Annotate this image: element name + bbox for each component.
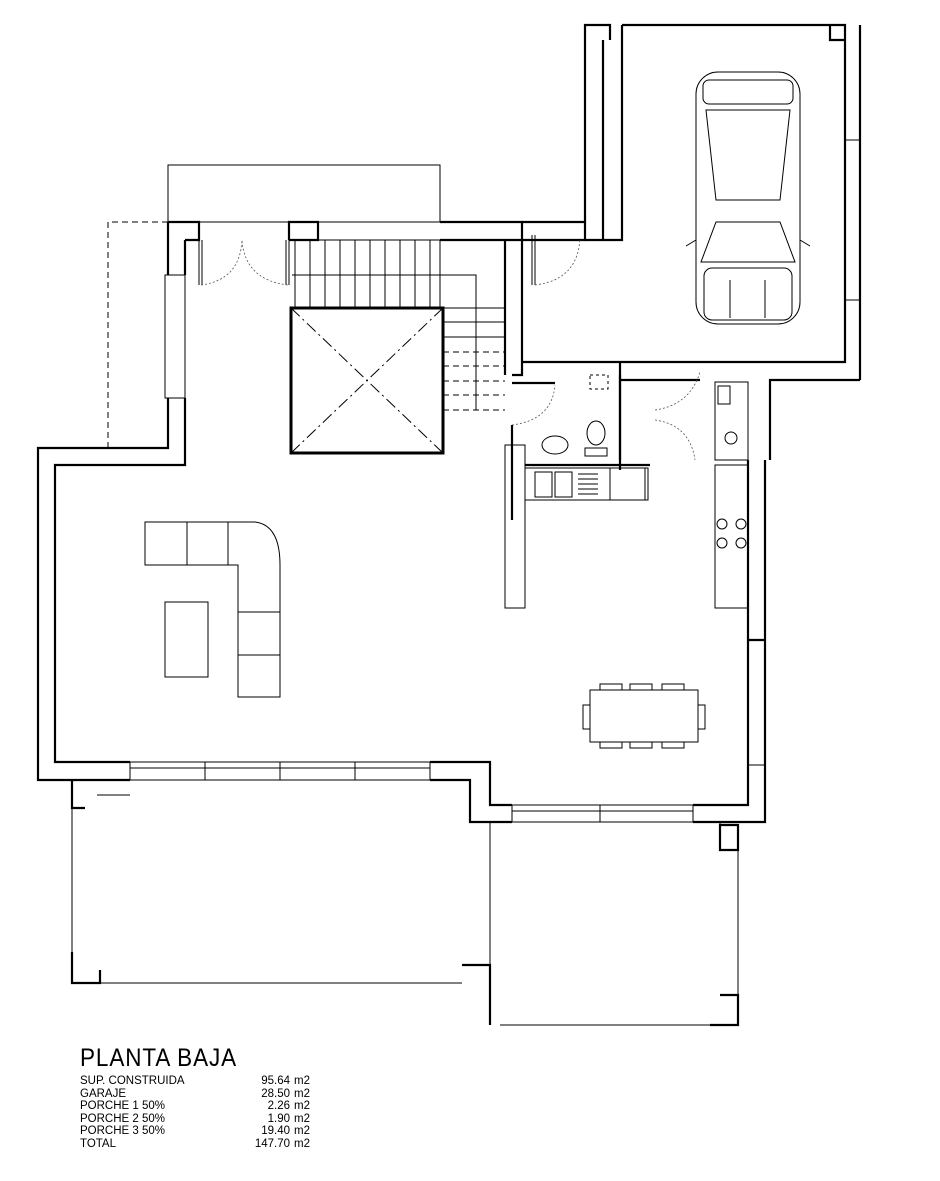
terrace-porches <box>70 780 740 1027</box>
plan-title: PLANTA BAJA <box>80 1044 238 1072</box>
area-legend: PLANTA BAJA SUP. CONSTRUIDA 95.64 m2 GARAJ… <box>80 1044 310 1150</box>
area-value: 19.40 <box>261 1125 290 1137</box>
area-unit: m2 <box>294 1125 310 1137</box>
staircase <box>289 239 505 455</box>
area-unit: m2 <box>294 1137 310 1150</box>
area-value: 147.70 <box>254 1137 290 1150</box>
kitchen <box>504 381 749 609</box>
bathroom <box>510 374 650 520</box>
dining-table-icon <box>582 683 706 749</box>
area-unit: m2 <box>294 1087 310 1100</box>
exterior-walls <box>36 220 767 824</box>
area-row: SUP. CONSTRUIDA 95.64 m2 <box>80 1075 310 1088</box>
area-label: PORCHE 1 50% <box>80 1100 166 1112</box>
sofa-icon <box>144 521 281 698</box>
area-value: 95.64 <box>261 1075 290 1087</box>
area-unit: m2 <box>294 1112 310 1125</box>
area-value: 28.50 <box>261 1087 290 1100</box>
area-label: SUP. CONSTRUIDA <box>80 1075 185 1087</box>
area-unit: m2 <box>294 1100 310 1112</box>
area-value: 1.90 <box>267 1112 290 1125</box>
garage <box>522 23 862 460</box>
area-value: 2.26 <box>267 1100 290 1112</box>
area-row-total: TOTAL 147.70 m2 <box>80 1138 310 1151</box>
cooktop-icon <box>716 518 747 549</box>
area-label: PORCHE 3 50% <box>80 1125 166 1137</box>
area-row: PORCHE 1 50% 2.26 m2 <box>80 1100 310 1113</box>
area-row: PORCHE 2 50% 1.90 m2 <box>80 1113 310 1126</box>
area-label: GARAJE <box>80 1087 127 1100</box>
coffee-table <box>164 601 209 678</box>
area-label: PORCHE 2 50% <box>80 1112 166 1125</box>
area-label: TOTAL <box>80 1137 116 1150</box>
area-row: GARAJE 28.50 m2 <box>80 1088 310 1101</box>
doors <box>198 235 701 461</box>
area-row: PORCHE 3 50% 19.40 m2 <box>80 1125 310 1138</box>
car-icon <box>685 71 811 325</box>
area-unit: m2 <box>294 1075 310 1087</box>
